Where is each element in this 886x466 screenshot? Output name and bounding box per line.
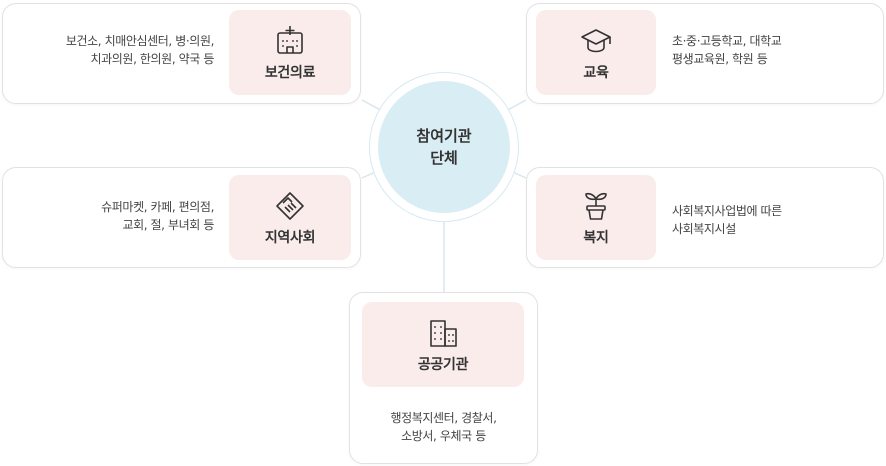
community-description: 슈퍼마켓, 카페, 편의점, 교회, 절, 부녀회 등	[20, 198, 214, 234]
welfare-desc-line1: 사회복지사업법에 따른	[672, 204, 782, 218]
welfare-label: 복지	[583, 229, 609, 246]
public-label: 공공기관	[417, 356, 469, 373]
badge-public: 공공기관	[362, 302, 524, 387]
welfare-description: 사회복지사업법에 따른 사회복지시설	[672, 202, 872, 238]
community-label: 지역사회	[264, 229, 316, 246]
badge-welfare: 복지	[536, 175, 656, 260]
plant-pot-icon	[585, 192, 607, 220]
community-desc-line2: 교회, 절, 부녀회 등	[122, 218, 214, 232]
public-description: 행정복지센터, 경찰서, 소방서, 우체국 등	[349, 409, 538, 445]
education-desc-line2: 평생교육원, 학원 등	[672, 52, 768, 66]
graduation-cap-icon	[581, 28, 611, 52]
health-description: 보건소, 치매안심센터, 병·의원, 치과의원, 한의원, 약국 등	[20, 32, 215, 68]
buildings-icon	[430, 319, 457, 347]
education-desc-line1: 초·중·고등학교, 대학교	[672, 34, 782, 48]
community-desc-line1: 슈퍼마켓, 카페, 편의점,	[101, 200, 214, 214]
center-title-line2: 단체	[430, 149, 458, 167]
health-desc-line1: 보건소, 치매안심센터, 병·의원,	[65, 34, 215, 48]
health-desc-line2: 치과의원, 한의원, 약국 등	[90, 52, 215, 66]
education-label: 교육	[583, 64, 609, 81]
badge-health: 보건의료	[229, 10, 351, 95]
education-description: 초·중·고등학교, 대학교 평생교육원, 학원 등	[672, 32, 872, 68]
handshake-icon	[276, 191, 304, 220]
public-desc-line2: 소방서, 우체국 등	[401, 429, 486, 443]
health-label: 보건의료	[264, 64, 316, 81]
badge-community: 지역사회	[229, 175, 351, 260]
center-title-line1: 참여기관	[416, 127, 472, 145]
badge-education: 교육	[536, 10, 656, 95]
public-desc-line1: 행정복지센터, 경찰서,	[390, 411, 497, 425]
center-hub: 참여기관 단체	[378, 81, 510, 213]
welfare-desc-line2: 사회복지시설	[672, 222, 736, 236]
hospital-icon	[277, 25, 303, 54]
